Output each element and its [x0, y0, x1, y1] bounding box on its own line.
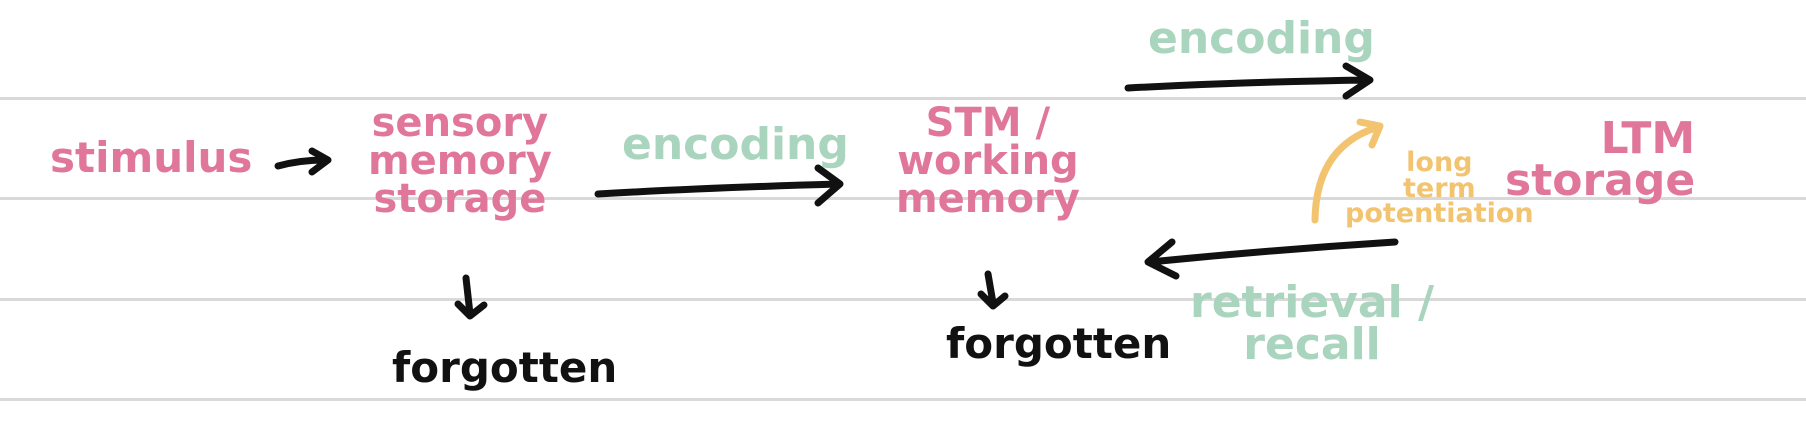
node-forgotten-1: forgotten	[392, 343, 618, 392]
arrow-sensory-to-stm	[594, 164, 844, 207]
node-ltm: LTM storage	[1505, 113, 1696, 206]
edge-label-encoding-1: encoding	[622, 119, 849, 170]
arrow-potentiation-curve	[1311, 118, 1384, 224]
arrow-stm-to-ltm	[1124, 62, 1374, 100]
edge-label-encoding-2: encoding	[1148, 13, 1375, 64]
edge-label-retrieval: retrieval / recall	[1190, 277, 1435, 370]
ruled-line	[0, 197, 1806, 200]
ruled-line	[0, 298, 1806, 301]
ruled-line	[0, 97, 1806, 100]
node-stimulus: stimulus	[50, 133, 253, 182]
node-forgotten-2: forgotten	[946, 319, 1172, 368]
arrow-stm-to-forgotten	[977, 270, 1009, 310]
arrow-stimulus-to-sensory	[274, 147, 332, 176]
edge-label-potentiation: long term potentiation	[1345, 147, 1534, 230]
node-sensory-memory: sensory memory storage	[368, 100, 552, 222]
arrow-ltm-to-stm	[1144, 238, 1399, 280]
node-stm: STM / working memory	[896, 100, 1080, 222]
ruled-line	[0, 398, 1806, 401]
arrow-sensory-to-forgotten	[454, 274, 488, 320]
